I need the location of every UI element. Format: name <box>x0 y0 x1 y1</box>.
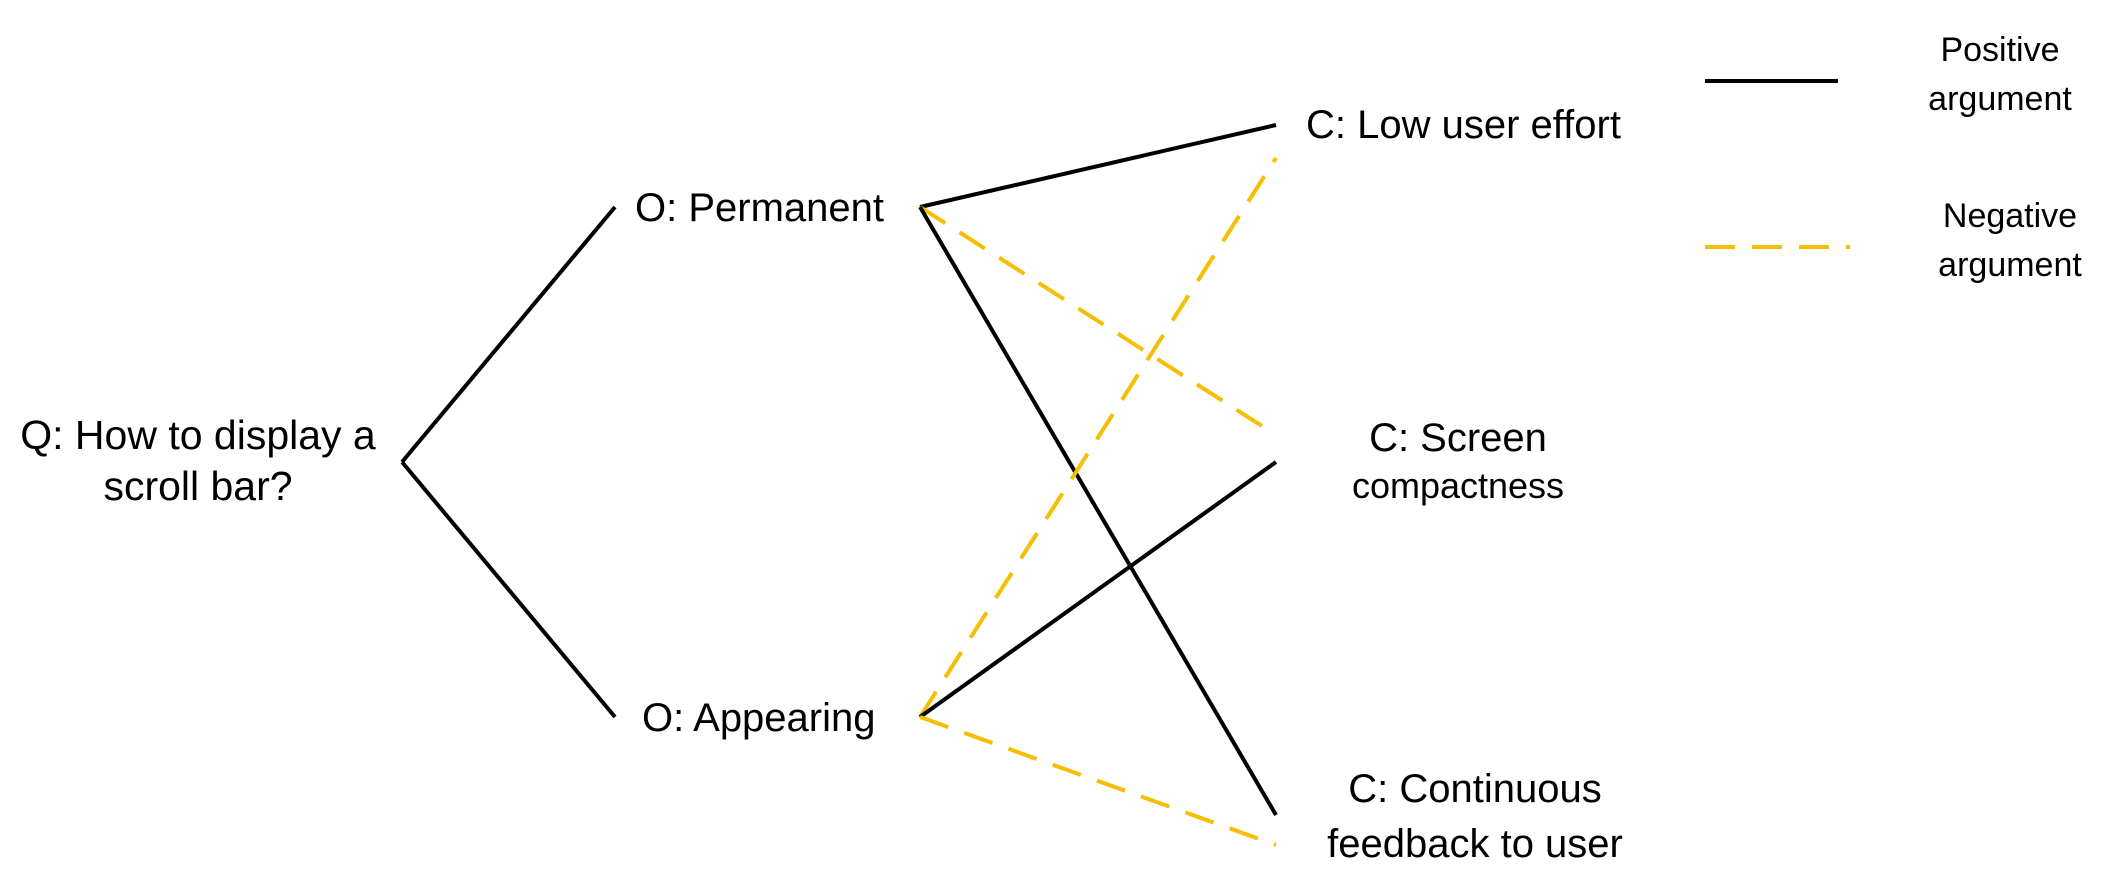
legend-positive-label: Positive argument <box>1890 26 2105 125</box>
option-permanent-node: O: Permanent <box>635 183 884 233</box>
edge-question-to-appearing <box>400 460 617 719</box>
criterion-low-effort-node: C: Low user effort <box>1306 100 1621 150</box>
question-text-line2: scroll bar? <box>103 463 293 510</box>
edge-permanent-to-low-effort <box>919 123 1277 209</box>
legend-lines <box>1705 79 1850 249</box>
criterion-screen-node: C: Screen compactness <box>1318 413 1598 508</box>
criterion-low-effort-label: C: Low user effort <box>1306 103 1621 147</box>
edge-question-to-permanent <box>400 205 617 464</box>
legend-negative-line2: argument <box>1938 246 2082 285</box>
edge-appearing-to-screen <box>918 460 1278 719</box>
legend-positive-line1: Positive <box>1940 31 2060 69</box>
option-appearing-label: O: Appearing <box>642 696 876 740</box>
legend-positive-line2: argument <box>1928 80 2072 119</box>
legend-negative-label: Negative argument <box>1900 192 2105 291</box>
legend-negative-line1: Negative <box>1942 197 2078 235</box>
edge-permanent-to-screen <box>918 205 1278 437</box>
criterion-screen-line2: compactness <box>1351 465 1565 506</box>
criterion-screen-line1: C: Screen <box>1369 416 1547 460</box>
question-text-line1: Q: How to display a <box>20 412 376 458</box>
criterion-feedback-line1: C: Continuous <box>1348 767 1602 811</box>
edge-appearing-to-feedback <box>919 715 1277 847</box>
criterion-feedback-node: C: Continuous feedback to user <box>1300 762 1650 872</box>
question-node: Q: How to display a scroll bar? <box>8 410 388 513</box>
option-appearing-node: O: Appearing <box>642 693 876 743</box>
criterion-feedback-line2: feedback to user <box>1327 822 1623 867</box>
option-permanent-label: O: Permanent <box>635 186 885 230</box>
edge-appearing-to-low-effort <box>918 156 1278 719</box>
edge-permanent-to-feedback <box>918 205 1278 817</box>
edges-layer <box>400 123 1278 847</box>
